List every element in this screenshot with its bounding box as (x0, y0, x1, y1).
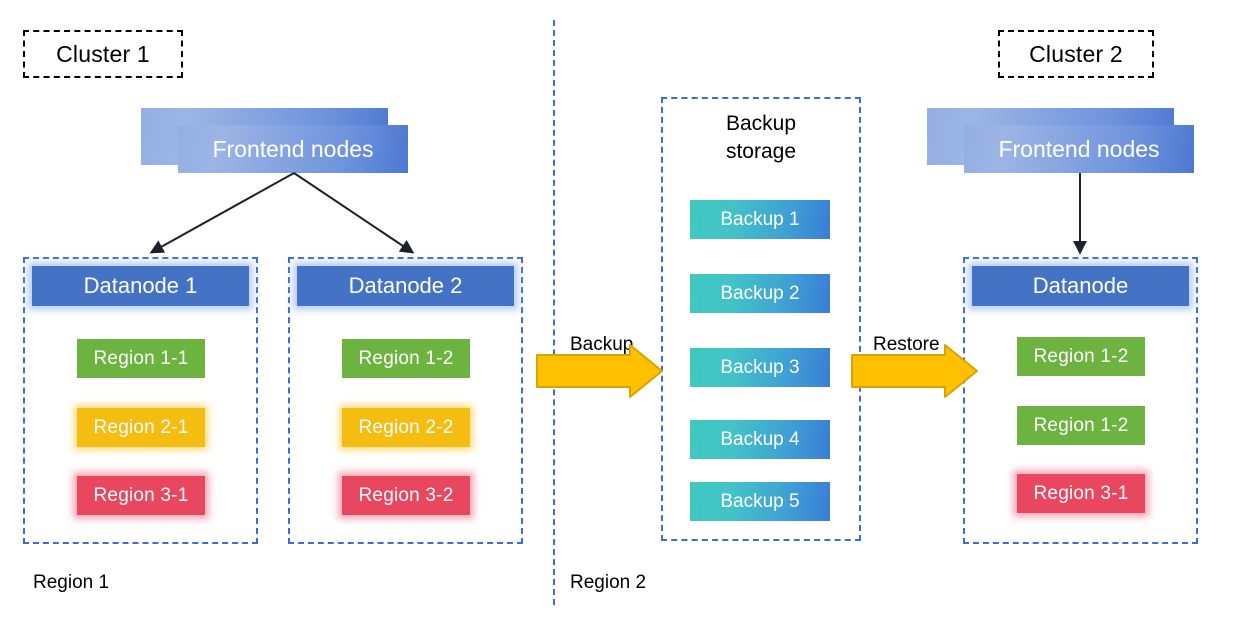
cluster-2-frontend-nodes[interactable]: Frontend nodes (964, 125, 1194, 173)
backup-item[interactable]: Backup 5 (690, 482, 830, 521)
backup-item[interactable]: Backup 4 (690, 420, 830, 459)
backup-storage-title-line-1: Backup (725, 112, 797, 135)
backup-storage-title-line-2: storage (725, 140, 797, 163)
region-1-label: Region 1 (33, 572, 110, 593)
arrow-frontend-to-datanode-1 (149, 172, 295, 254)
backup-item[interactable]: Backup 2 (690, 274, 830, 313)
region-chip[interactable]: Region 2-1 (77, 408, 205, 447)
backup-storage-title: Backup storage (661, 110, 861, 166)
backup-item[interactable]: Backup 3 (690, 348, 830, 387)
region-divider (553, 20, 555, 605)
region-chip[interactable]: Region 1-2 (1017, 406, 1145, 445)
cluster-2-datanode-container (963, 257, 1198, 544)
cluster-1-frontend-nodes[interactable]: Frontend nodes (178, 125, 408, 173)
cluster-2-datanode-title[interactable]: Datanode (972, 266, 1189, 306)
datanode-1-title[interactable]: Datanode 1 (32, 266, 249, 306)
region-chip[interactable]: Region 1-1 (77, 339, 205, 378)
region-chip[interactable]: Region 3-1 (77, 476, 205, 515)
cluster-2-label: Cluster 2 (998, 30, 1154, 78)
region-chip[interactable]: Region 1-2 (342, 339, 470, 378)
backup-item[interactable]: Backup 1 (690, 200, 830, 239)
arrow-frontend-to-datanode-2 (293, 172, 415, 254)
region-chip[interactable]: Region 3-1 (1017, 474, 1145, 513)
backup-flow-label: Backup (570, 334, 634, 355)
region-chip[interactable]: Region 2-2 (342, 408, 470, 447)
region-chip[interactable]: Region 3-2 (342, 476, 470, 515)
datanode-2-container (288, 257, 523, 544)
restore-flow-label: Restore (873, 334, 940, 355)
cluster-1-label: Cluster 1 (23, 30, 183, 78)
datanode-2-title[interactable]: Datanode 2 (297, 266, 514, 306)
backup-storage-container (661, 97, 861, 541)
region-2-label: Region 2 (570, 572, 647, 593)
region-chip[interactable]: Region 1-2 (1017, 337, 1145, 376)
datanode-1-container (23, 257, 258, 544)
